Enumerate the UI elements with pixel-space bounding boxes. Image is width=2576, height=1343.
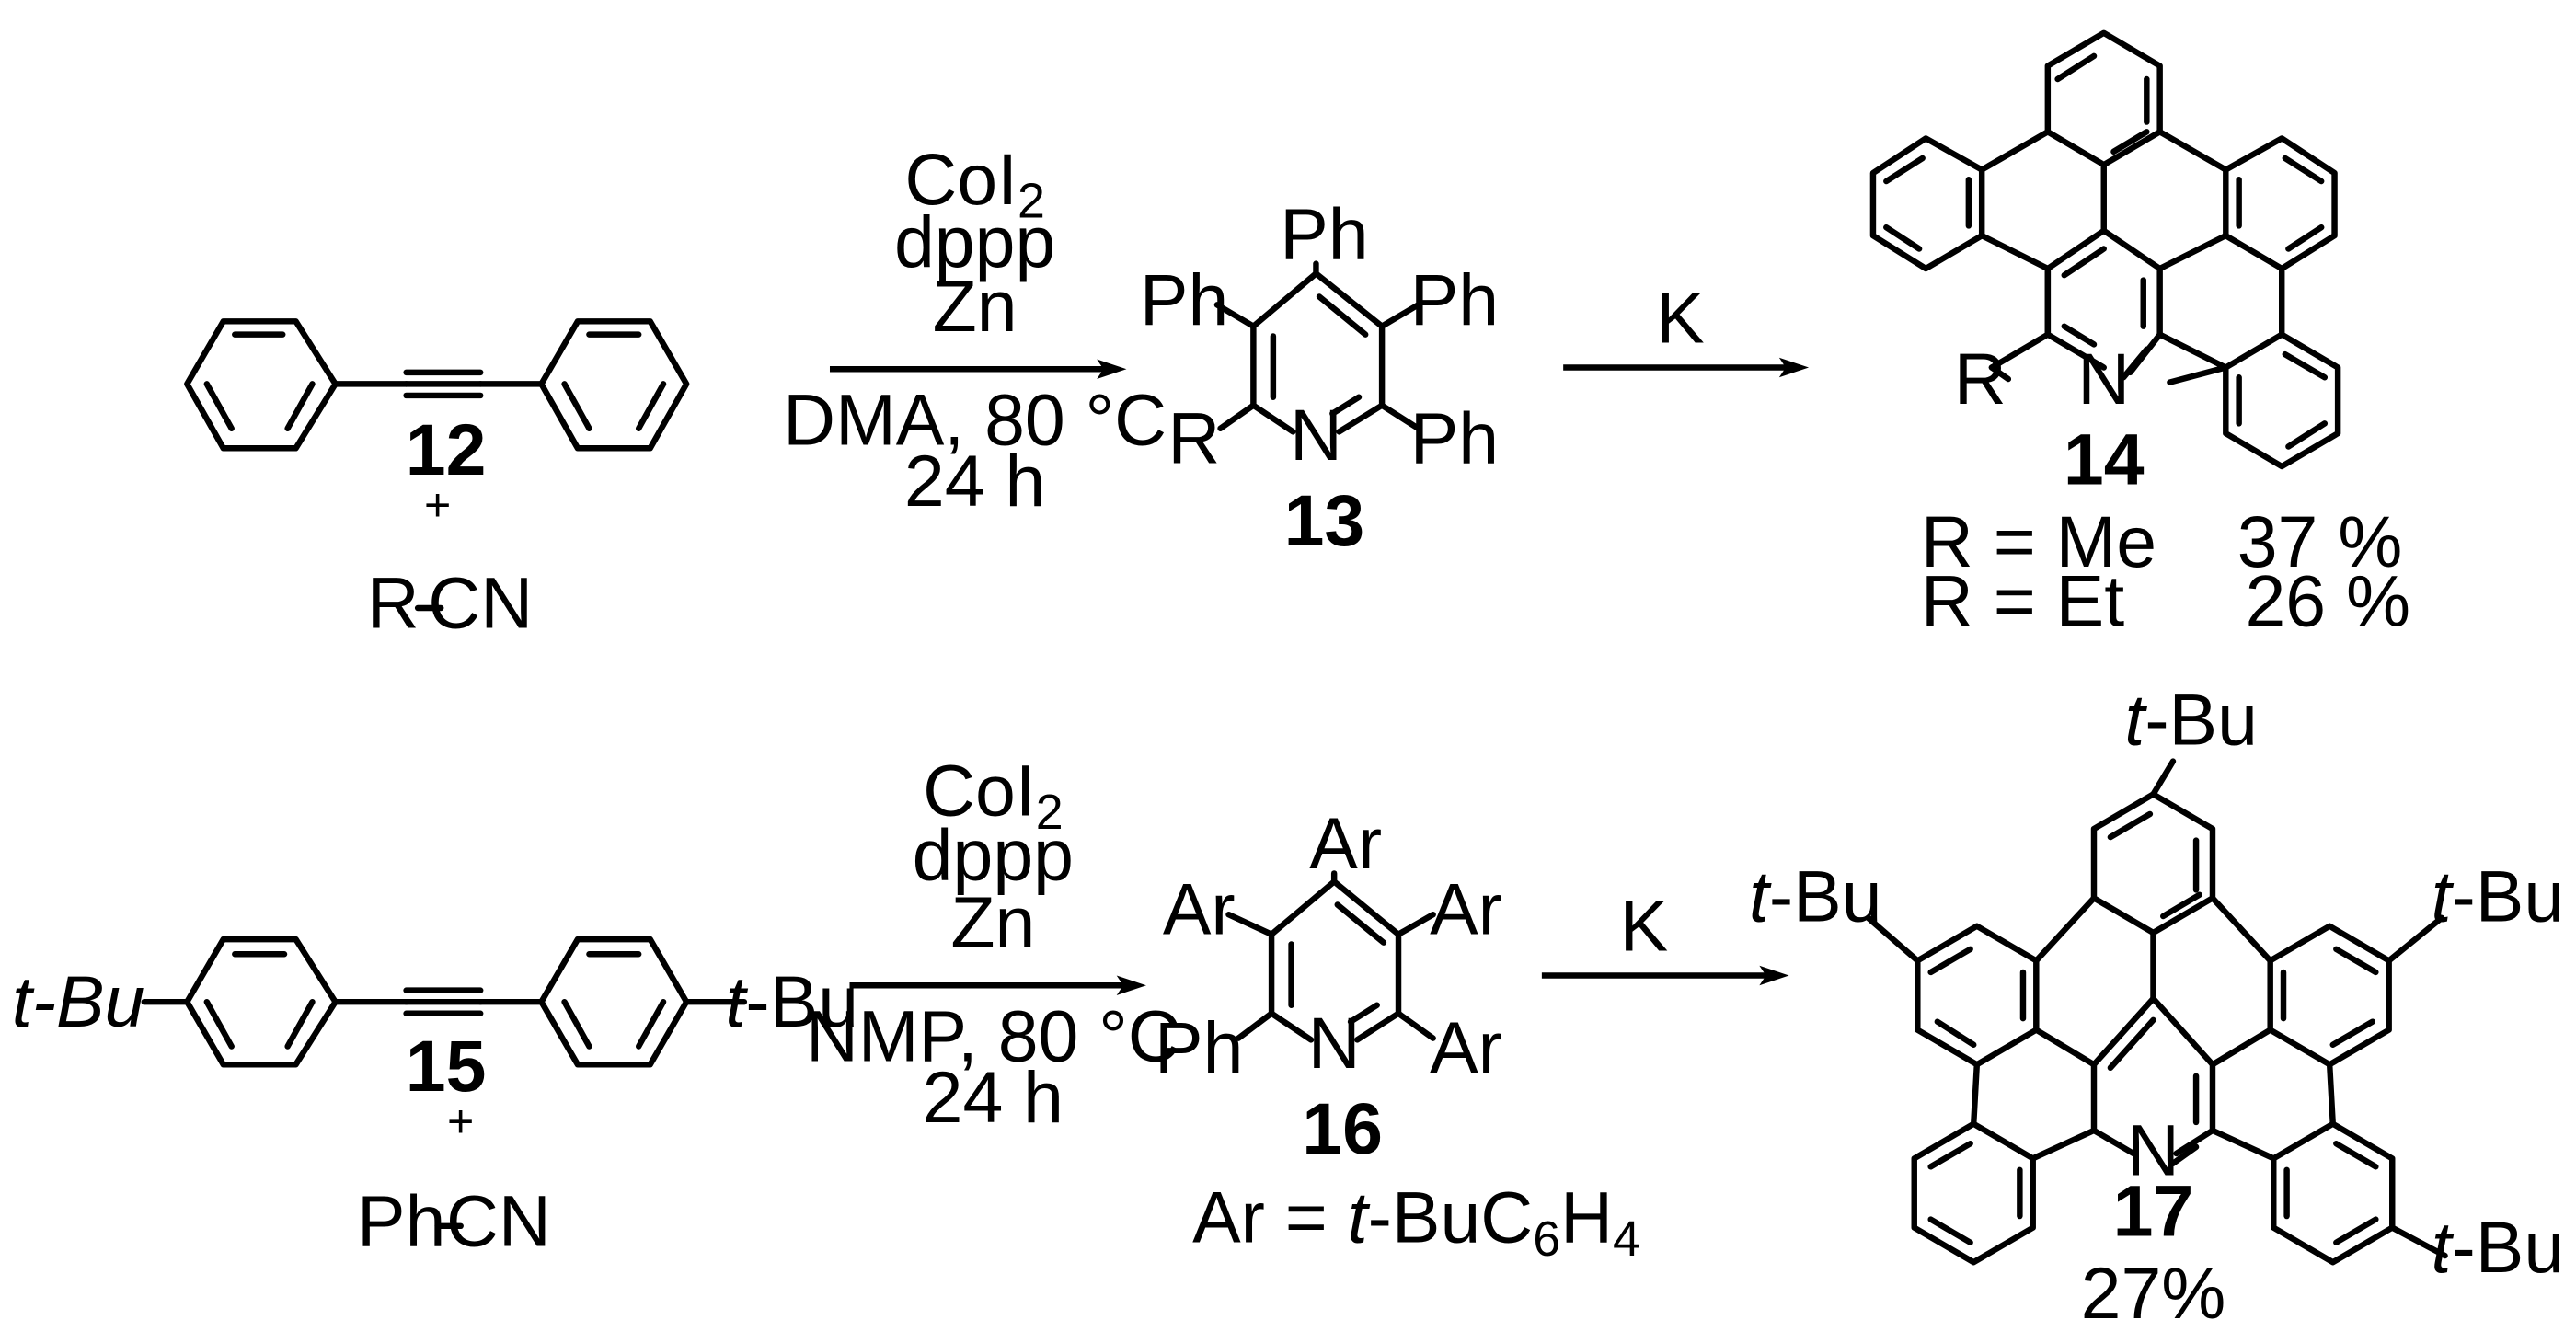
time-label-top: 24 h xyxy=(904,441,1045,522)
pyridine-13-ph-lower-right: Ph xyxy=(1410,397,1499,478)
solvent-temp-label-bottom: NMP, 80 °C xyxy=(806,996,1180,1077)
product-14-r: R xyxy=(1954,339,2007,419)
ligand-label-top: dppp xyxy=(894,201,1055,282)
compound-15-tbu-left: t-Bu xyxy=(12,961,145,1042)
yield-line-me: R = Me 37 % xyxy=(1921,501,2402,582)
reaction-arrow-2 xyxy=(1563,357,1810,378)
reductant-label-top: Zn xyxy=(933,266,1018,347)
nitrile-cn-label: CN xyxy=(428,563,533,644)
pyridine-13 xyxy=(1213,260,1421,435)
catalyst-label-top: CoI2 xyxy=(904,139,1045,228)
bis-tbu-diphenylacetylene-15 xyxy=(141,936,748,1068)
compound-number-15: 15 xyxy=(406,1026,487,1107)
pyridine-13-ph-upper-right: Ph xyxy=(1410,259,1499,340)
diphenylacetylene-12 xyxy=(184,318,690,452)
product-17-n: N xyxy=(2127,1109,2179,1190)
product-17-tbu-bottom-right: t-Bu xyxy=(2432,1207,2565,1288)
pyridine-13-n: N xyxy=(1290,395,1342,476)
pyridine-16-ar-upper-left: Ar xyxy=(1163,869,1236,950)
compound-number-12: 12 xyxy=(406,409,487,490)
product-17-tbu-top: t-Bu xyxy=(2124,680,2258,761)
pyridine-16 xyxy=(1225,870,1436,1043)
yield-line-et: R = Et 26 % xyxy=(1921,561,2410,642)
reaction-arrow-3 xyxy=(849,975,1146,996)
compound-number-13: 13 xyxy=(1284,480,1365,561)
ar-definition: Ar = t-BuC6H4 xyxy=(1192,1177,1640,1267)
compound-number-17: 17 xyxy=(2113,1171,2194,1252)
reaction-arrow-4 xyxy=(1541,965,1789,986)
reagent-k-bottom: K xyxy=(1620,886,1669,967)
reaction-arrow-1 xyxy=(829,359,1127,380)
product-14-n: N xyxy=(2077,339,2130,419)
pyridine-16-ar-upper-right: Ar xyxy=(1430,869,1502,950)
nitrile-ph-label: Ph xyxy=(357,1180,445,1261)
product-17-tbu-right: t-Bu xyxy=(2432,855,2565,936)
reductant-label-bottom: Zn xyxy=(950,882,1035,963)
compound-15-tbu-right: t-Bu xyxy=(726,961,859,1042)
solvent-temp-label-top: DMA, 80 °C xyxy=(783,380,1167,461)
fused-azaarene-17 xyxy=(1865,758,2448,1266)
pyridine-16-ar-lower-right: Ar xyxy=(1430,1007,1502,1088)
pyridine-16-ph: Ph xyxy=(1155,1007,1243,1088)
time-label-bottom: 24 h xyxy=(923,1057,1064,1138)
compound-number-14: 14 xyxy=(2064,419,2145,500)
reagent-k-top: K xyxy=(1656,278,1705,359)
ligand-label-bottom: dppp xyxy=(913,815,1074,896)
product-17-yield: 27% xyxy=(2081,1253,2226,1334)
plus-sign-top: + xyxy=(424,479,451,531)
nitrile-r-label: R xyxy=(367,563,420,644)
product-17-tbu-left: t-Bu xyxy=(1749,855,1882,936)
pyridine-16-n: N xyxy=(1308,1003,1361,1084)
fused-azaarene-14 xyxy=(1869,29,2341,470)
pyridine-13-r: R xyxy=(1167,397,1220,478)
pyridine-13-ph-upper-left: Ph xyxy=(1140,259,1228,340)
pyridine-16-ar-top: Ar xyxy=(1309,803,1382,884)
pyridine-13-ph-top: Ph xyxy=(1280,193,1368,274)
nitrile-cn-label-bottom: CN xyxy=(446,1180,551,1261)
catalyst-label-bottom: CoI2 xyxy=(923,751,1064,840)
compound-number-16: 16 xyxy=(1302,1088,1383,1169)
plus-sign-bottom: + xyxy=(447,1096,474,1147)
